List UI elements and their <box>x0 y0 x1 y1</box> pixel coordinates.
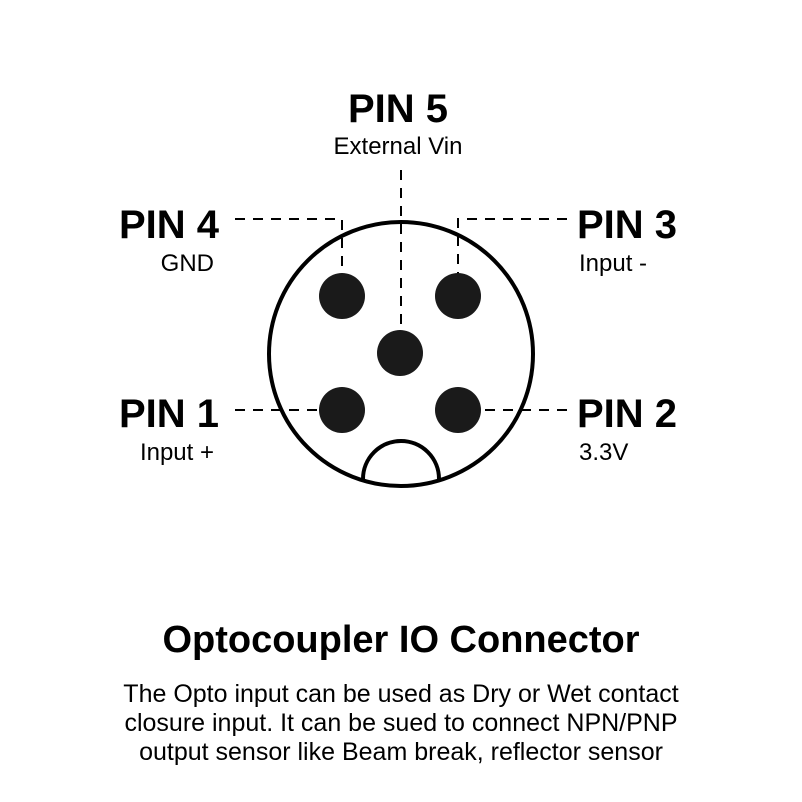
leader-pin-3 <box>457 218 567 276</box>
diagram-description: The Opto input can be used as Dry or Wet… <box>60 680 742 767</box>
pin-5-name: PIN 5 <box>348 87 448 131</box>
leader-pin-4 <box>235 218 343 276</box>
connector-key-notch <box>361 439 441 480</box>
pin-2-contact <box>435 387 481 433</box>
pin-5-contact <box>377 330 423 376</box>
pin-1-desc: Input + <box>140 439 214 466</box>
pin-3-name: PIN 3 <box>577 203 677 247</box>
pin-2-desc: 3.3V <box>579 439 628 466</box>
pin-3-desc: Input - <box>579 250 647 277</box>
pin-4-desc: GND <box>161 250 214 277</box>
pin-1-name: PIN 1 <box>119 392 219 436</box>
description-line: output sensor like Beam break, reflector… <box>139 738 663 766</box>
description-line: closure input. It can be sued to connect… <box>124 709 678 737</box>
pin-5-desc: External Vin <box>334 133 463 160</box>
description-line: The Opto input can be used as Dry or Wet… <box>123 680 679 708</box>
pin-4-contact <box>319 273 365 319</box>
pin-1-contact <box>319 387 365 433</box>
pin-3-contact <box>435 273 481 319</box>
pin-2-name: PIN 2 <box>577 392 677 436</box>
diagram-title: Optocoupler IO Connector <box>162 619 640 661</box>
pin-4-name: PIN 4 <box>119 203 220 247</box>
